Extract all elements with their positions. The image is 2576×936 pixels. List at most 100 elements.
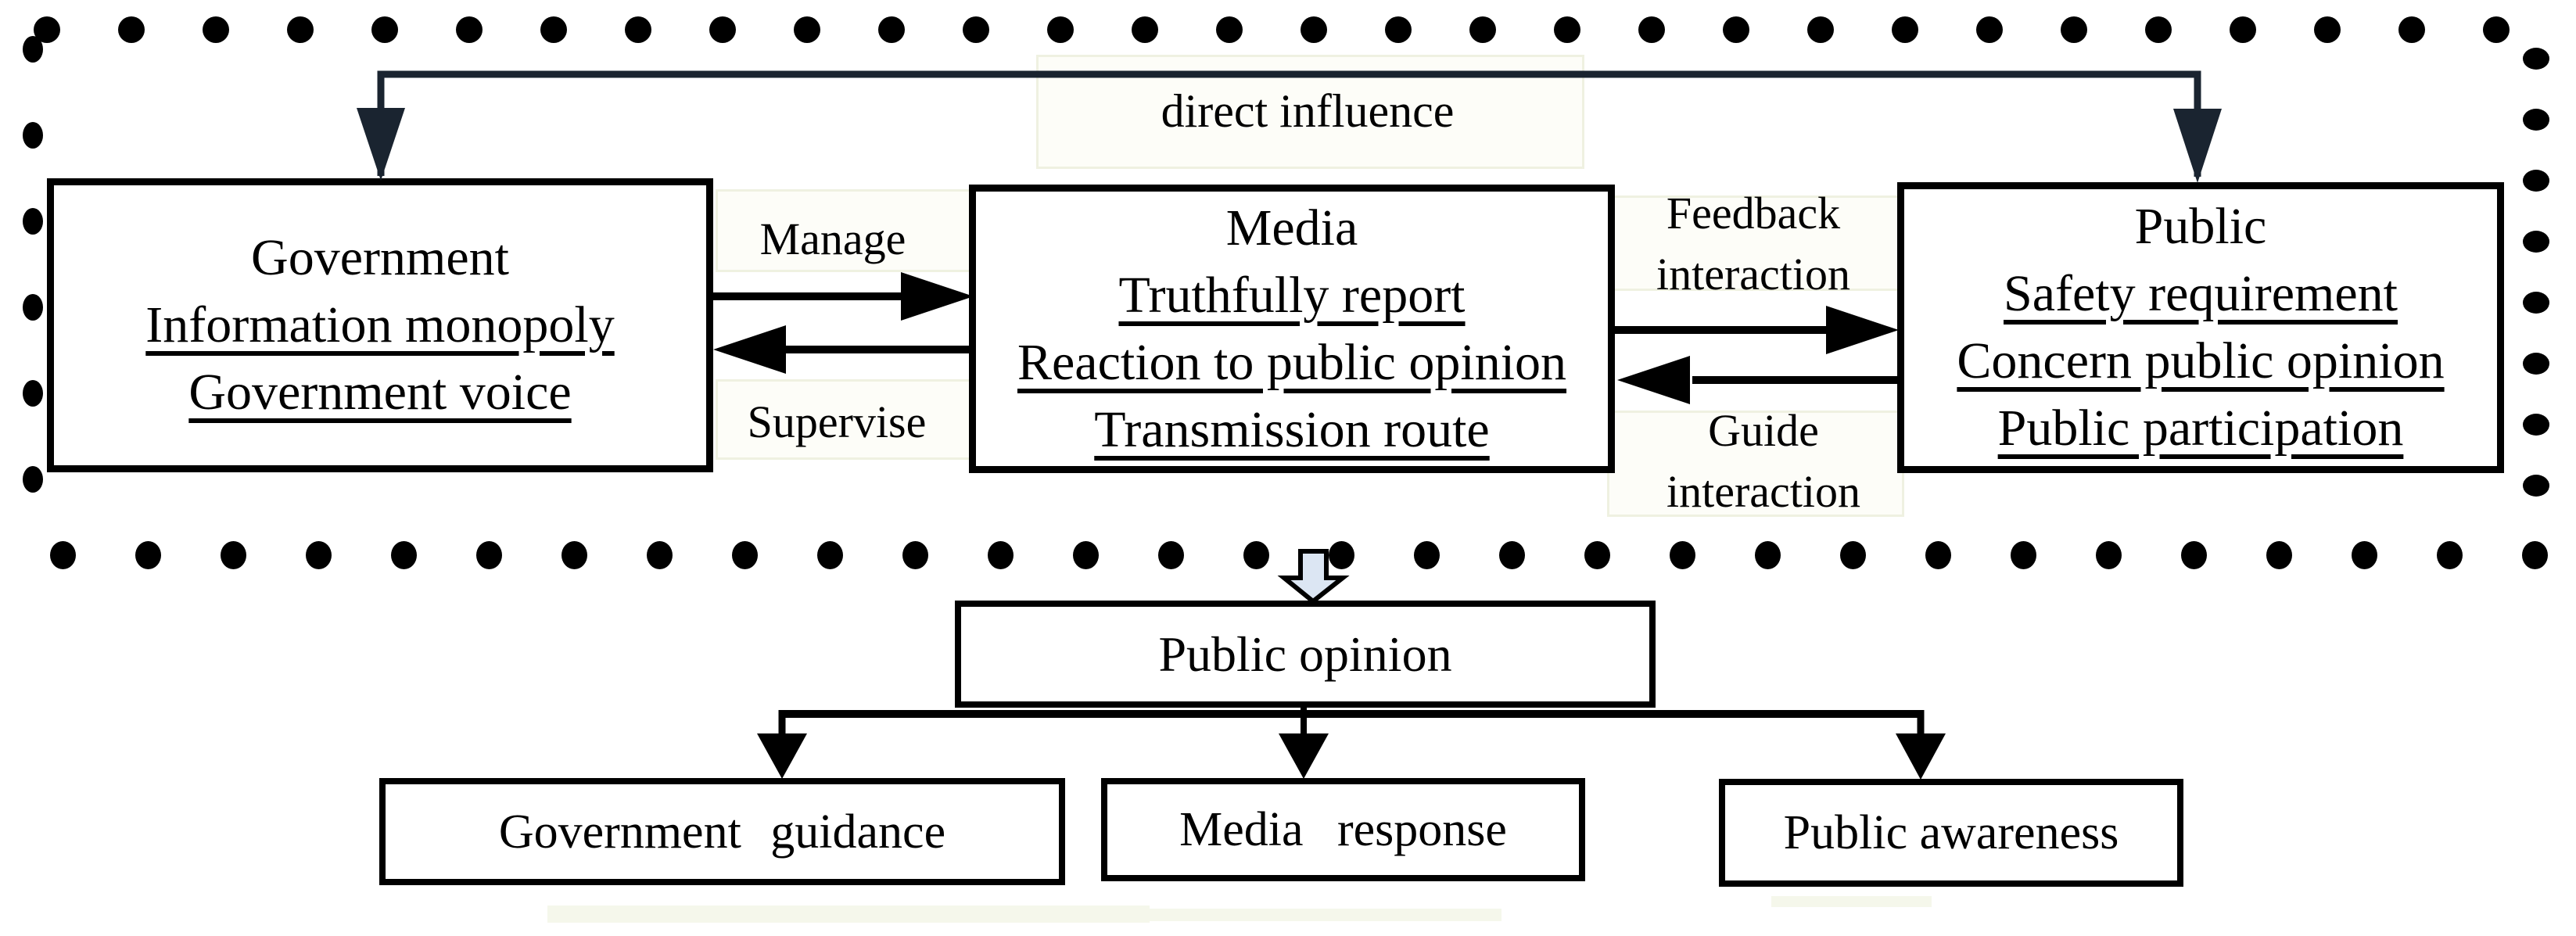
guide-interaction-label: Guide interaction: [1667, 400, 1860, 522]
border-dot: [1554, 16, 1580, 43]
border-dot: [1807, 16, 1834, 43]
border-dot: [220, 541, 246, 569]
public-opinion-box: Public opinion: [955, 601, 1656, 708]
border-dot: [1638, 16, 1665, 43]
border-dot: [1243, 541, 1269, 569]
border-dot: [1301, 16, 1327, 43]
public-item-public-participation: Public participation: [1997, 400, 2404, 457]
border-dot: [1132, 16, 1158, 43]
border-dot: [709, 16, 736, 43]
feedback-label-bg: [1613, 195, 1903, 291]
border-dot: [646, 541, 673, 569]
border-dot: [1925, 541, 1951, 569]
border-dot: [2523, 475, 2549, 497]
media-title: Media: [1225, 199, 1358, 256]
border-dot: [371, 16, 398, 43]
border-dot: [2180, 541, 2207, 569]
decorative-band-middle: [1138, 909, 1501, 921]
border-dot: [305, 541, 332, 569]
border-dot: [2523, 109, 2549, 131]
manage-label: Manage: [759, 213, 906, 264]
border-dot: [1385, 16, 1412, 43]
media-box: Media Truthfully report Reaction to publ…: [969, 185, 1615, 473]
government-guidance-box: Government guidance: [379, 778, 1065, 885]
border-dot: [1469, 16, 1496, 43]
border-dot: [2061, 16, 2087, 43]
border-dot: [475, 541, 502, 569]
guide-label-line1: Guide: [1708, 405, 1819, 456]
feedback-label-line1: Feedback: [1666, 188, 1841, 238]
border-dot: [902, 541, 928, 569]
border-dot: [625, 16, 651, 43]
border-dot: [390, 541, 417, 569]
media-item-transmission-route: Transmission route: [1094, 400, 1490, 458]
guide-label-line2: interaction: [1666, 466, 1861, 517]
border-dot: [561, 541, 587, 569]
border-dot: [1976, 16, 2003, 43]
border-dot: [1754, 541, 1781, 569]
border-dot: [2351, 541, 2377, 569]
public-awareness-box: Public awareness: [1719, 779, 2183, 887]
public-opinion-label: Public opinion: [1158, 626, 1452, 682]
feedback-label-line2: interaction: [1656, 249, 1851, 299]
public-box: Public Safety requirement Concern public…: [1897, 182, 2504, 473]
media-response-label: Media response: [1179, 803, 1507, 856]
border-dot: [1839, 541, 1866, 569]
border-dot: [2523, 231, 2549, 253]
border-dot: [2523, 414, 2549, 436]
border-dot: [1328, 541, 1354, 569]
border-dot: [49, 541, 76, 569]
border-dot: [2314, 16, 2341, 43]
border-dot: [2523, 48, 2549, 70]
direct-influence-label: direct influence: [1161, 85, 1455, 137]
public-item-safety-requirement: Safety requirement: [2004, 265, 2398, 322]
guide-label-bg: [1607, 411, 1904, 517]
public-item-concern-public-opinion: Concern public opinion: [1957, 332, 2445, 389]
border-dot: [2010, 541, 2036, 569]
border-dot: [2483, 16, 2510, 43]
border-dot: [2230, 16, 2256, 43]
border-dot: [2436, 541, 2463, 569]
border-dot: [23, 36, 43, 63]
government-item-government-voice: Government voice: [188, 364, 572, 421]
border-dot: [731, 541, 758, 569]
media-response-box: Media response: [1101, 778, 1585, 881]
border-dot: [878, 16, 905, 43]
border-dot: [1498, 541, 1525, 569]
border-dot: [1157, 541, 1184, 569]
border-dot: [2266, 541, 2292, 569]
border-dot: [1669, 541, 1695, 569]
border-dot: [1723, 16, 1749, 43]
border-dot: [1216, 16, 1243, 43]
public-awareness-label: Public awareness: [1783, 806, 2119, 859]
border-dot: [2523, 292, 2549, 314]
border-dot: [2145, 16, 2172, 43]
border-dot: [23, 122, 43, 149]
border-dot: [2521, 541, 2548, 569]
decorative-band-left: [547, 906, 1150, 923]
border-dot: [1892, 16, 1918, 43]
border-dot: [135, 541, 161, 569]
border-dot: [1072, 541, 1099, 569]
government-guidance-label: Government guidance: [498, 805, 946, 859]
public-title: Public: [2134, 198, 2267, 255]
border-dot: [1047, 16, 1074, 43]
border-dot: [118, 16, 145, 43]
media-item-truthfully-report: Truthfully report: [1118, 266, 1466, 324]
government-title: Government: [251, 229, 509, 286]
decorative-band-right: [1771, 896, 1932, 907]
border-dot: [23, 208, 43, 235]
border-dot: [2523, 353, 2549, 375]
supervise-label-bg: [716, 379, 974, 460]
border-dot: [2095, 541, 2122, 569]
border-dot: [2523, 170, 2549, 192]
border-dot: [987, 541, 1014, 569]
border-dot: [1413, 541, 1440, 569]
border-dot: [23, 294, 43, 321]
border-dot: [456, 16, 483, 43]
border-dot: [1584, 541, 1610, 569]
feedback-interaction-label: Feedback interaction: [1656, 183, 1850, 305]
border-dot: [540, 16, 567, 43]
border-dot: [816, 541, 843, 569]
